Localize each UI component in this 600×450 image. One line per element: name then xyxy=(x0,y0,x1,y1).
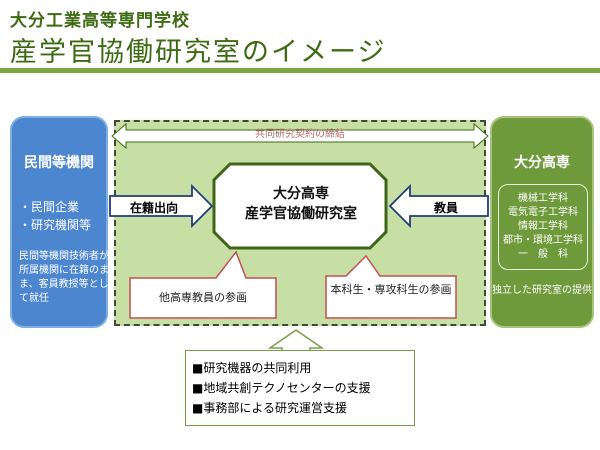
department-item: 都市・環境工学科 xyxy=(503,235,583,246)
center-line2: 産学官協働研究室 xyxy=(245,206,357,222)
support-up-arrow xyxy=(267,329,325,353)
support-item: ■研究機器の共同利用 xyxy=(192,361,312,375)
private-organizations-panel: 民間等機関 ・民間企業 ・研究機関等 民間等機関技術者が所属機関に在籍のまま、客… xyxy=(10,116,109,328)
center-lab-box xyxy=(212,162,388,250)
faculty-label: 教員 xyxy=(433,201,458,215)
support-item: ■事務部による研究運営支援 xyxy=(192,401,347,415)
faculty-arrow xyxy=(388,183,489,229)
contract-label: 共同研究契約の締結 xyxy=(255,129,345,140)
secondment-label: 在籍出向 xyxy=(129,201,178,215)
header-subtitle: 大分工業高等専門学校 xyxy=(10,11,190,31)
other-kosen-callout-text: 他高専教員の参画 xyxy=(159,291,247,304)
private-organizations-title: 民間等機関 xyxy=(24,155,94,171)
department-item: 一 般 科 xyxy=(518,249,568,260)
private-org-item: ・研究機関等 xyxy=(19,218,92,232)
private-org-item: ・民間企業 xyxy=(19,200,80,214)
support-item: ■地域共創テクノセンターの支援 xyxy=(192,381,371,395)
other-kosen-callout xyxy=(129,250,277,319)
department-item: 機械工学科 xyxy=(518,193,568,204)
oita-kosen-panel: 大分高専 機械工学科 電気電子工学科 情報工学科 都市・環境工学科 一 般 科 … xyxy=(490,116,594,328)
secondment-arrow xyxy=(109,183,214,229)
header-divider xyxy=(0,68,600,73)
students-callout-text: 本科生・専攻科生の参画 xyxy=(330,283,452,296)
page-title: 産学官協働研究室のイメージ xyxy=(10,37,387,68)
department-item: 電気電子工学科 xyxy=(508,207,578,218)
support-list: ■研究機器の共同利用 ■地域共創テクノセンターの支援 ■事務部による研究運営支援 xyxy=(185,350,415,426)
department-list: 機械工学科 電気電子工学科 情報工学科 都市・環境工学科 一 般 科 xyxy=(498,184,588,270)
department-item: 情報工学科 xyxy=(518,221,568,232)
oita-kosen-title: 大分高専 xyxy=(514,155,570,171)
contract-double-arrow xyxy=(111,122,489,150)
center-line1: 大分高専 xyxy=(273,186,329,202)
oita-kosen-description: 独立した研究室の提供 xyxy=(492,285,592,296)
students-callout xyxy=(325,254,457,319)
private-org-description: 民間等機関技術者が所属機関に在籍のまま、客員教授等として就任 xyxy=(19,251,109,304)
center-lab-name: 大分高専 産学官協働研究室 xyxy=(218,184,384,224)
